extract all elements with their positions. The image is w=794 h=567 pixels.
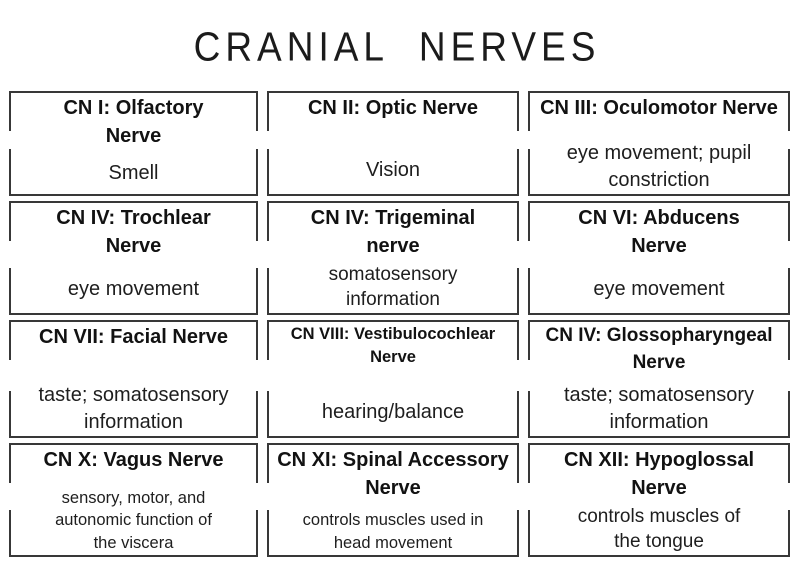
card-function: somatosensory information	[328, 263, 458, 310]
card-function: controls muscles used in head movement	[302, 511, 484, 552]
card-content: CN IV: Trigeminal nerve somatosensory in…	[267, 201, 519, 315]
card-title: CN XII: Hypoglossal Nerve	[563, 449, 755, 500]
card-frame-top	[528, 320, 790, 360]
nerve-card-cn1: CN I: Olfactory Nerve Smell	[9, 91, 258, 196]
nerve-card-cn11: CN XI: Spinal Accessory Nerve controls m…	[267, 443, 519, 557]
card-content: CN I: Olfactory Nerve Smell	[9, 91, 258, 196]
card-frame-bottom	[9, 149, 258, 196]
nerve-card-cn10: CN X: Vagus Nerve sensory, motor, and au…	[9, 443, 258, 557]
card-frame-top	[9, 443, 258, 483]
nerve-card-cn6: CN VI: Abducens Nerve eye movement	[528, 201, 790, 315]
card-frame-top	[267, 91, 519, 131]
card-title: CN IV: Glossopharyngeal Nerve	[545, 325, 773, 373]
card-title: CN XI: Spinal Accessory Nerve	[277, 449, 509, 500]
card-frame-bottom	[267, 510, 519, 557]
card-function: sensory, motor, and autonomic function o…	[55, 489, 212, 552]
card-frame-top	[9, 320, 258, 360]
card-frame-bottom	[528, 391, 790, 438]
card-frame-top	[267, 201, 519, 241]
card-function: eye movement; pupil constriction	[566, 142, 752, 191]
card-frame-bottom	[267, 391, 519, 438]
page-title: CRANIAL NERVES	[193, 24, 601, 70]
card-frame-bottom	[9, 510, 258, 557]
card-content: CN VIII: Vestibulocochlear Nerve hearing…	[267, 320, 519, 438]
nerve-card-cn12: CN XII: Hypoglossal Nerve controls muscl…	[528, 443, 790, 557]
card-content: CN II: Optic Nerve Vision	[267, 91, 519, 196]
card-content: CN XII: Hypoglossal Nerve controls muscl…	[528, 443, 790, 557]
card-frame-bottom	[9, 391, 258, 438]
card-title: CN I: Olfactory Nerve	[63, 97, 204, 148]
card-frame-bottom	[528, 149, 790, 196]
card-frame-top	[9, 91, 258, 131]
card-frame-top	[9, 201, 258, 241]
card-function: eye movement	[67, 278, 200, 301]
card-title: CN X: Vagus Nerve	[43, 449, 224, 471]
card-frame-bottom	[9, 268, 258, 315]
card-frame-bottom	[528, 510, 790, 557]
card-content: CN VII: Facial Nerve taste; somatosensor…	[9, 320, 258, 438]
card-frame-top	[267, 320, 519, 360]
card-frame-top	[528, 91, 790, 131]
card-frame-bottom	[528, 268, 790, 315]
card-function: controls muscles of the tongue	[577, 505, 741, 552]
card-function: Vision	[365, 159, 421, 182]
card-title: CN VI: Abducens Nerve	[578, 207, 740, 258]
card-frame-top	[528, 201, 790, 241]
card-function: taste; somatosensory information	[38, 384, 229, 433]
card-frame-bottom	[267, 268, 519, 315]
card-frame-top	[267, 443, 519, 483]
card-content: CN VI: Abducens Nerve eye movement	[528, 201, 790, 315]
nerve-grid: CN I: Olfactory Nerve Smell CN II: Optic…	[9, 91, 790, 557]
card-title: CN IV: Trochlear Nerve	[56, 207, 211, 258]
nerve-card-cn4: CN IV: Trochlear Nerve eye movement	[9, 201, 258, 315]
nerve-card-cn8: CN VIII: Vestibulocochlear Nerve hearing…	[267, 320, 519, 438]
card-frame-bottom	[267, 149, 519, 196]
card-content: CN IV: Glossopharyngeal Nerve taste; som…	[528, 320, 790, 438]
nerve-card-cn9: CN IV: Glossopharyngeal Nerve taste; som…	[528, 320, 790, 438]
card-function: hearing/balance	[321, 401, 465, 424]
nerve-card-cn5: CN IV: Trigeminal nerve somatosensory in…	[267, 201, 519, 315]
card-title: CN IV: Trigeminal nerve	[310, 207, 476, 258]
card-function: Smell	[108, 162, 159, 185]
card-content: CN XI: Spinal Accessory Nerve controls m…	[267, 443, 519, 557]
card-title: CN II: Optic Nerve	[307, 97, 479, 119]
card-frame-top	[528, 443, 790, 483]
card-title: CN VII: Facial Nerve	[39, 326, 228, 348]
nerve-card-cn7: CN VII: Facial Nerve taste; somatosensor…	[9, 320, 258, 438]
card-title: CN III: Oculomotor Nerve	[540, 97, 778, 119]
nerve-card-cn2: CN II: Optic Nerve Vision	[267, 91, 519, 196]
card-content: CN III: Oculomotor Nerve eye movement; p…	[528, 91, 790, 196]
nerve-card-cn3: CN III: Oculomotor Nerve eye movement; p…	[528, 91, 790, 196]
card-content: CN X: Vagus Nerve sensory, motor, and au…	[9, 443, 258, 557]
card-function: eye movement	[593, 278, 725, 301]
card-title: CN VIII: Vestibulocochlear Nerve	[290, 325, 496, 367]
card-content: CN IV: Trochlear Nerve eye movement	[9, 201, 258, 315]
card-function: taste; somatosensory information	[563, 384, 755, 433]
